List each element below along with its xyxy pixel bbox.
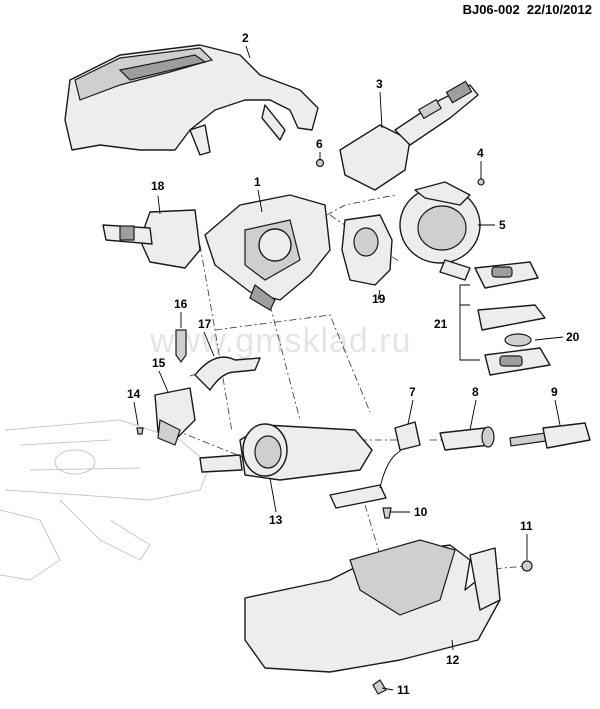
callout-13: 13 <box>269 513 283 527</box>
callout-7: 7 <box>409 385 416 399</box>
callout-labels: 2 3 6 4 18 1 5 19 16 17 21 20 15 14 7 8 … <box>127 31 580 697</box>
callout-2: 2 <box>242 31 249 45</box>
callout-14: 14 <box>127 387 141 401</box>
steering-column-ghost <box>0 419 211 581</box>
callout-12: 12 <box>446 653 460 667</box>
callout-16: 16 <box>174 297 188 311</box>
diagram-date: 22/10/2012 <box>526 2 592 17</box>
callout-20: 20 <box>566 330 580 344</box>
callout-11-top: 11 <box>520 519 533 533</box>
part-lighting-switch <box>102 209 201 269</box>
callout-8: 8 <box>472 385 479 399</box>
watermark: www.gmsklad.ru <box>150 322 412 360</box>
part-upper-shroud <box>64 44 319 156</box>
callout-21: 21 <box>434 317 448 331</box>
part-connector <box>394 421 421 451</box>
part-bolt-and-bracket <box>175 329 261 391</box>
part-lock-housing <box>199 423 373 481</box>
part-wiper-switch <box>339 80 479 191</box>
callout-4: 4 <box>477 146 484 160</box>
callout-5: 5 <box>499 218 506 232</box>
callout-11-bottom: 11 <box>397 683 410 697</box>
diagram-header: BJ06-002 22/10/2012 <box>463 2 592 17</box>
part-key-fob <box>474 261 551 376</box>
part-key <box>509 422 591 449</box>
callout-3: 3 <box>376 77 383 91</box>
callout-10: 10 <box>414 505 428 519</box>
callout-6: 6 <box>316 137 323 151</box>
callout-1: 1 <box>254 175 261 189</box>
callout-9: 9 <box>551 385 558 399</box>
part-screws <box>136 158 533 695</box>
callout-15: 15 <box>152 356 166 370</box>
diagram-reference: BJ06-002 <box>462 2 520 17</box>
leader-lines <box>133 45 564 691</box>
callout-18: 18 <box>151 179 165 193</box>
part-ring-antenna <box>399 181 481 281</box>
callout-17: 17 <box>198 317 212 331</box>
part-switch-housing <box>204 194 331 311</box>
part-lock-cylinder <box>439 426 495 451</box>
callout-19: 19 <box>372 292 386 306</box>
part-control-module <box>154 387 196 446</box>
part-lower-shroud <box>244 539 501 673</box>
part-clock-spring <box>341 214 393 286</box>
